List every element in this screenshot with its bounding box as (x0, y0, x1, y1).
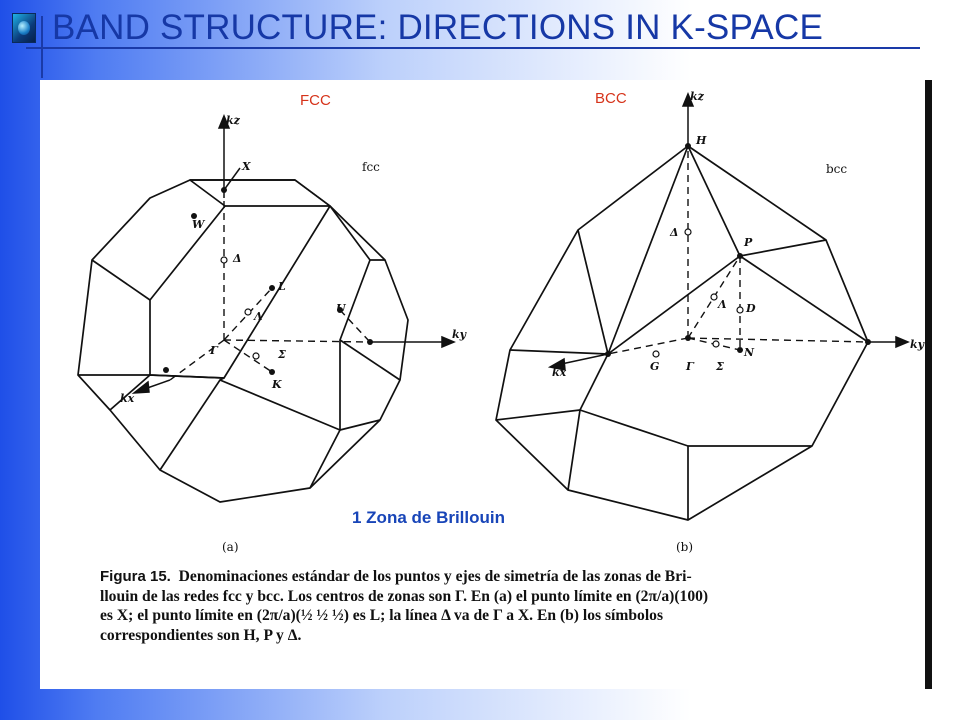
fcc-hexagon-face-bottom (109, 374, 381, 431)
fcc-hexagon-face-front (149, 205, 331, 379)
bcc-h-point-label: H (696, 134, 707, 147)
bcc-delta-label: Δ (670, 226, 679, 239)
caption-line-2: llouin de las redes fcc y bcc. Los centr… (100, 587, 709, 605)
fcc-k-point-label: K (272, 378, 282, 391)
figure-dark-edge (925, 80, 932, 689)
fcc-ky-label: ky (452, 328, 467, 341)
fcc-corner-label: fcc (362, 160, 380, 174)
fcc-kx-label: kx (120, 392, 135, 405)
fcc-delta-label: Δ (233, 252, 242, 265)
bcc-kz-label: kz (690, 90, 704, 103)
bcc-panel-label: BCC (595, 90, 627, 107)
fcc-x-point-label: X (242, 160, 251, 173)
bcc-kx-axis-inner (607, 337, 689, 355)
fcc-square-face-top (189, 179, 331, 207)
bcc-p-point-label: P (744, 236, 753, 249)
bcc-zone-outline (495, 145, 869, 521)
bcc-sub-label: (b) (676, 540, 694, 554)
title-underline (26, 47, 920, 49)
brillouin-zone-figure: FCC BCC fcc bcc kz X W Δ L Λ U Γ Σ K ky … (40, 80, 932, 689)
caption-line-4: correspondientes son H, P y Δ. (100, 626, 302, 644)
bcc-n-point-label: N (744, 346, 755, 359)
brillouin-zone-label: 1 Zona de Brillouin (352, 508, 506, 527)
fcc-ky-axis-inner (223, 339, 371, 343)
fcc-gamma-label: Γ (210, 344, 218, 357)
fcc-gamma-to-k (223, 339, 273, 373)
caption-line-3: es X; el punto límite en (2π/a)(½ ½ ½) e… (100, 607, 664, 624)
fcc-sub-label: (a) (222, 540, 239, 554)
fcc-l-point-label: L (278, 280, 286, 293)
caption-line-1: Denominaciones estándar de los puntos y … (178, 568, 692, 585)
fcc-zone-outline (77, 179, 409, 503)
fcc-u-to-ky (339, 309, 371, 343)
figure-caption: Figura 15. Denominaciones estándar de lo… (100, 567, 860, 645)
bcc-g-point-label: G (650, 360, 660, 373)
fcc-lambda-label: Λ (254, 310, 263, 323)
fcc-u-point-label: U (336, 302, 346, 315)
fcc-kz-label: kz (226, 114, 240, 127)
bcc-ky-axis-inner (687, 337, 869, 343)
brillouin-zone-diagram (77, 92, 910, 521)
fcc-w-point-label: W (192, 218, 205, 231)
bcc-gamma-label: Γ (686, 360, 694, 373)
bcc-corner-label: bcc (826, 162, 848, 176)
bcc-lambda-label: Λ (718, 298, 727, 311)
slide-logo-icon (12, 13, 36, 43)
bcc-ky-label: ky (910, 338, 925, 351)
bcc-kx-label: kx (552, 366, 567, 379)
page-title: BAND STRUCTURE: DIRECTIONS IN K-SPACE (52, 8, 823, 47)
bcc-d-point-label: D (746, 302, 756, 315)
caption-figure-number: Figura 15. (100, 568, 171, 585)
bcc-sigma-label: Σ (716, 360, 724, 373)
fcc-sigma-label: Σ (278, 348, 286, 361)
fcc-panel-label: FCC (300, 92, 331, 109)
